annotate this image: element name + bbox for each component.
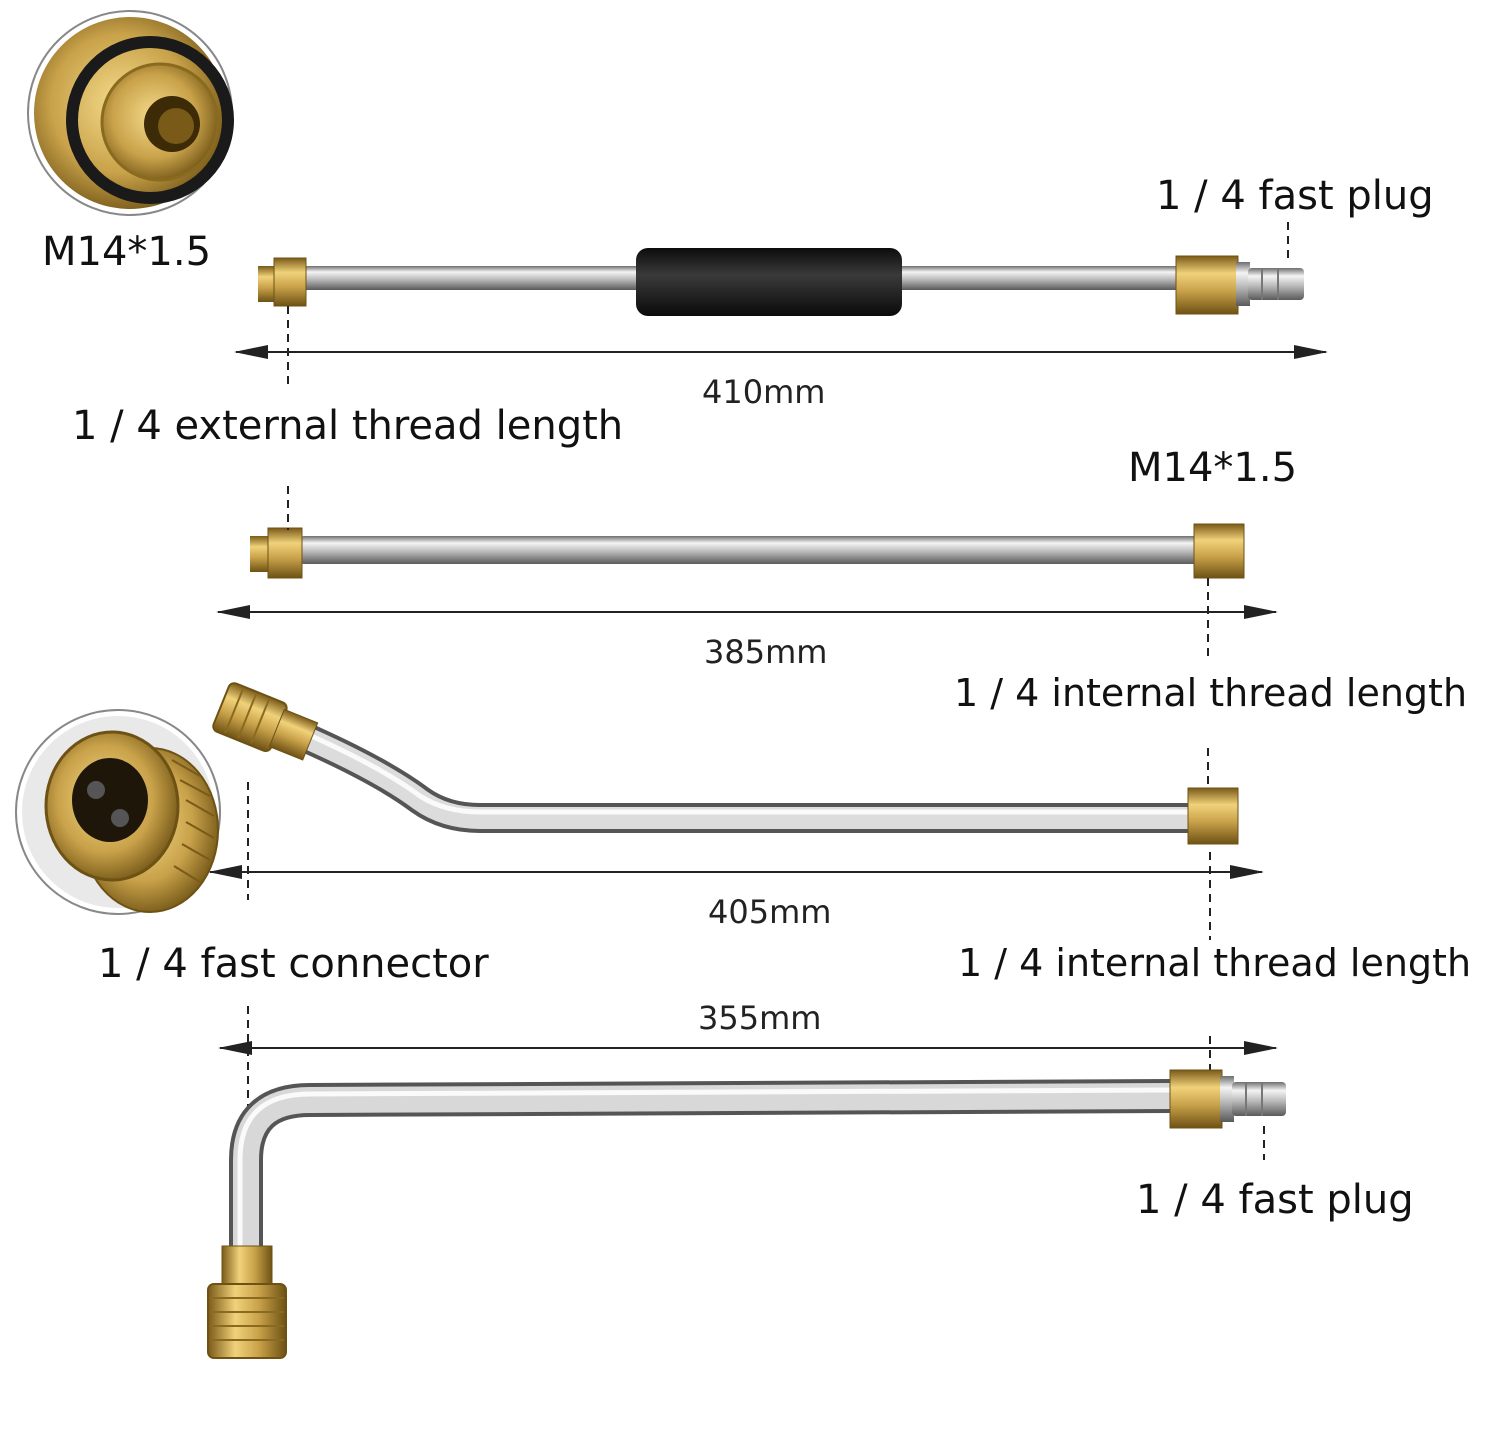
wand-4-fast-connector [207,1245,287,1359]
external-thread-label: 1 / 4 external thread length [72,403,624,449]
wand-1-thread [258,266,276,302]
wand-3 [212,682,1239,845]
wand-4-dimension-label: 355mm [698,999,822,1037]
wand-4-brass-fitting [1169,1069,1223,1129]
wand-3-fast-connector [212,682,319,761]
fast-plug-top-label: 1 / 4 fast plug [1156,173,1434,219]
m14-thread-inset [27,10,234,216]
fast-connector-label: 1 / 4 fast connector [98,941,489,987]
wand-2-dimension-label: 385mm [704,633,828,671]
wand-1-dimension-label: 410mm [702,373,826,411]
internal-thread-label-1: 1 / 4 internal thread length [954,671,1468,715]
wand-3-female-fitting [1187,787,1239,845]
wand-3-dimension-label: 405mm [708,893,832,931]
fast-plug-bottom-label: 1 / 4 fast plug [1136,1177,1414,1223]
wand-2 [250,523,1245,579]
wand-2-hex-nut [267,527,303,579]
fast-connector-inset [15,709,221,915]
internal-thread-label-2: 1 / 4 internal thread length [958,941,1472,985]
wand-1-fast-plug [1248,268,1304,300]
m14-second-label: M14*1.5 [1128,445,1298,491]
wand-2-tube [300,536,1200,564]
m14-top-label: M14*1.5 [42,229,212,275]
wand-4-tube [233,1083,1173,1250]
wand-2-female-fitting [1193,523,1245,579]
wand-2-thread [250,536,270,572]
wand-3-tube [289,724,1201,829]
wand-4 [207,1069,1286,1359]
wand-4-fast-plug [1232,1082,1286,1116]
wand-1-grip [636,248,902,316]
wand-1 [258,248,1304,316]
wand-1-brass-fitting [1175,255,1239,315]
wand-1-hex-nut [273,257,307,307]
